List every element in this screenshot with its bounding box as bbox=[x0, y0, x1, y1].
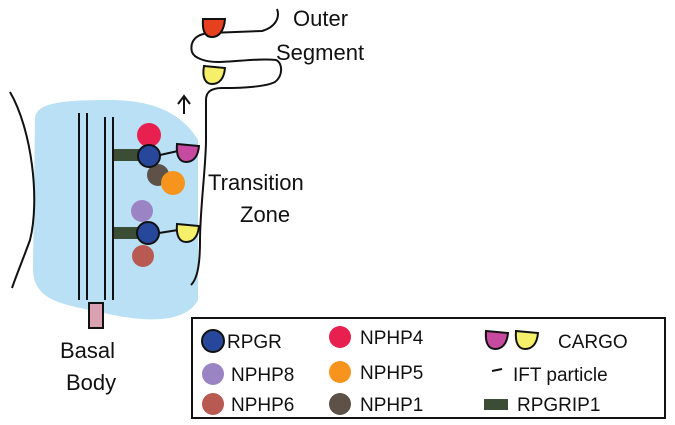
basal-body-label-line1: Basal bbox=[60, 338, 115, 363]
cargo-icon-magenta bbox=[175, 142, 201, 164]
legend-nphp4-label: NPHP4 bbox=[360, 328, 424, 349]
outer-segment-label-line1: Outer bbox=[293, 6, 348, 31]
cell-membrane-left bbox=[9, 91, 36, 289]
legend-nphp1-swatch bbox=[329, 393, 351, 415]
nphp6-circle bbox=[132, 245, 154, 267]
legend-cargo-yellow-icon bbox=[514, 329, 540, 351]
basal-body bbox=[88, 302, 104, 329]
rpgrip1-block-lower bbox=[114, 227, 140, 239]
ift-linker-lower bbox=[158, 229, 179, 234]
rpgr-circle-upper bbox=[137, 144, 161, 168]
legend-box bbox=[191, 317, 666, 419]
legend-nphp8-swatch bbox=[202, 363, 224, 385]
legend: RPGR NPHP4 CARGO NPHP8 NPHP5 IFT particl… bbox=[191, 317, 666, 419]
legend-rpgrip1-label: RPGRIP1 bbox=[517, 395, 600, 416]
upward-transport-arrow-icon bbox=[177, 94, 191, 114]
cargo-icon-red bbox=[201, 18, 227, 39]
legend-nphp6-swatch bbox=[202, 393, 224, 415]
legend-nphp1-label: NPHP1 bbox=[360, 395, 423, 416]
axoneme-microtubules bbox=[78, 113, 114, 300]
legend-nphp4-swatch bbox=[329, 326, 351, 348]
legend-nphp5-label: NPHP5 bbox=[360, 363, 423, 384]
outer-segment-label-line2: Segment bbox=[276, 40, 364, 65]
rpgrip1-block-upper bbox=[114, 149, 140, 161]
nphp5-circle bbox=[161, 171, 185, 195]
cargo-icon-yellow-outer bbox=[202, 64, 227, 86]
nphp4-circle bbox=[137, 123, 161, 147]
legend-rpgr-label: RPGR bbox=[227, 332, 282, 353]
cargo-icon-yellow-lower bbox=[175, 222, 201, 244]
legend-nphp5-swatch bbox=[329, 361, 351, 383]
legend-ift-particle-label: IFT particle bbox=[513, 365, 608, 386]
ift-linker-upper bbox=[159, 150, 179, 156]
transition-zone-label-line1: Transition bbox=[208, 170, 304, 195]
legend-cargo-magenta-icon bbox=[484, 329, 510, 351]
basal-body-label-line2: Body bbox=[66, 370, 116, 395]
legend-ift-particle-icon bbox=[491, 368, 503, 372]
rpgr-circle-lower bbox=[136, 221, 160, 245]
transition-zone-label-line2: Zone bbox=[240, 202, 290, 227]
legend-rpgrip1-swatch bbox=[484, 399, 508, 410]
legend-cargo-label: CARGO bbox=[558, 332, 628, 353]
legend-nphp6-label: NPHP6 bbox=[231, 395, 294, 416]
nphp8-circle bbox=[131, 200, 153, 222]
legend-nphp8-label: NPHP8 bbox=[231, 365, 294, 386]
legend-rpgr-swatch bbox=[201, 329, 225, 353]
transition-zone-region bbox=[33, 100, 198, 320]
outer-segment-membrane bbox=[190, 8, 283, 286]
